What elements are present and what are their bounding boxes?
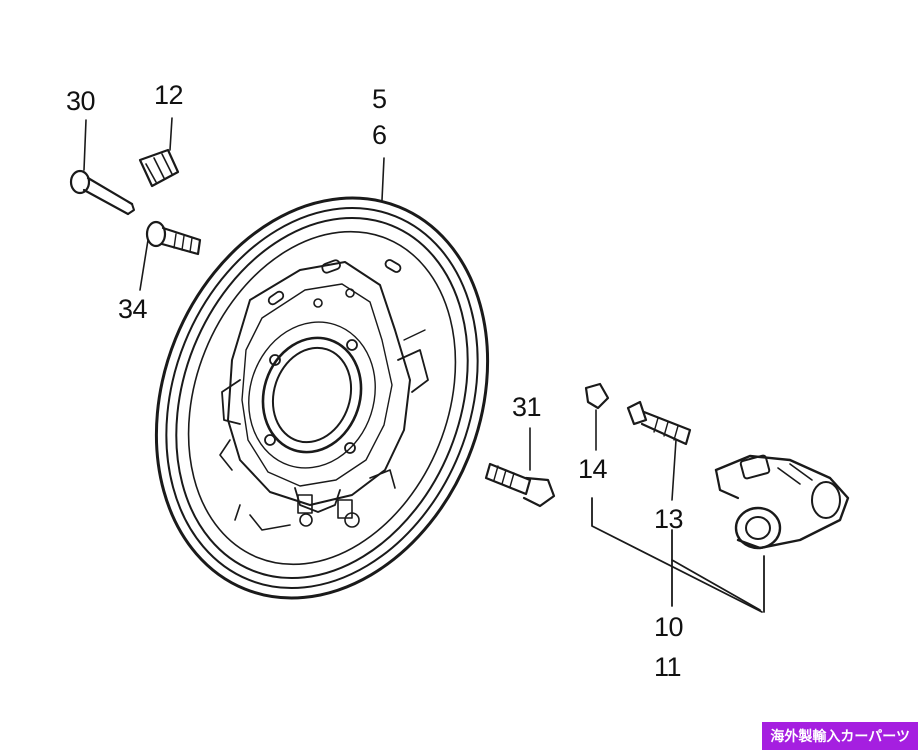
backing-plate-part <box>154 196 490 600</box>
leader-bracket <box>591 497 765 613</box>
bleeder-screw-part-13 <box>626 400 692 501</box>
callout-5: 5 <box>372 84 387 114</box>
callout-13: 13 <box>654 504 684 534</box>
pin-part-30 <box>69 119 135 216</box>
callout-10: 10 <box>654 612 684 642</box>
boot-part-12 <box>138 117 180 188</box>
wheel-cylinder-part-10-11 <box>714 454 850 550</box>
callout-34: 34 <box>118 294 148 324</box>
cap-part-14 <box>584 382 610 451</box>
callout-6: 6 <box>372 120 387 150</box>
callout-31: 31 <box>512 392 542 422</box>
bolt-part-34 <box>139 220 202 291</box>
bolt-part-31 <box>484 427 556 508</box>
shop-badge: 海外製輸入カーパーツ <box>762 722 918 750</box>
callout-14: 14 <box>578 454 608 484</box>
callout-12: 12 <box>154 80 184 110</box>
leader-line-5-6 <box>381 157 385 201</box>
callout-30: 30 <box>66 86 96 116</box>
callout-11: 11 <box>654 652 682 682</box>
